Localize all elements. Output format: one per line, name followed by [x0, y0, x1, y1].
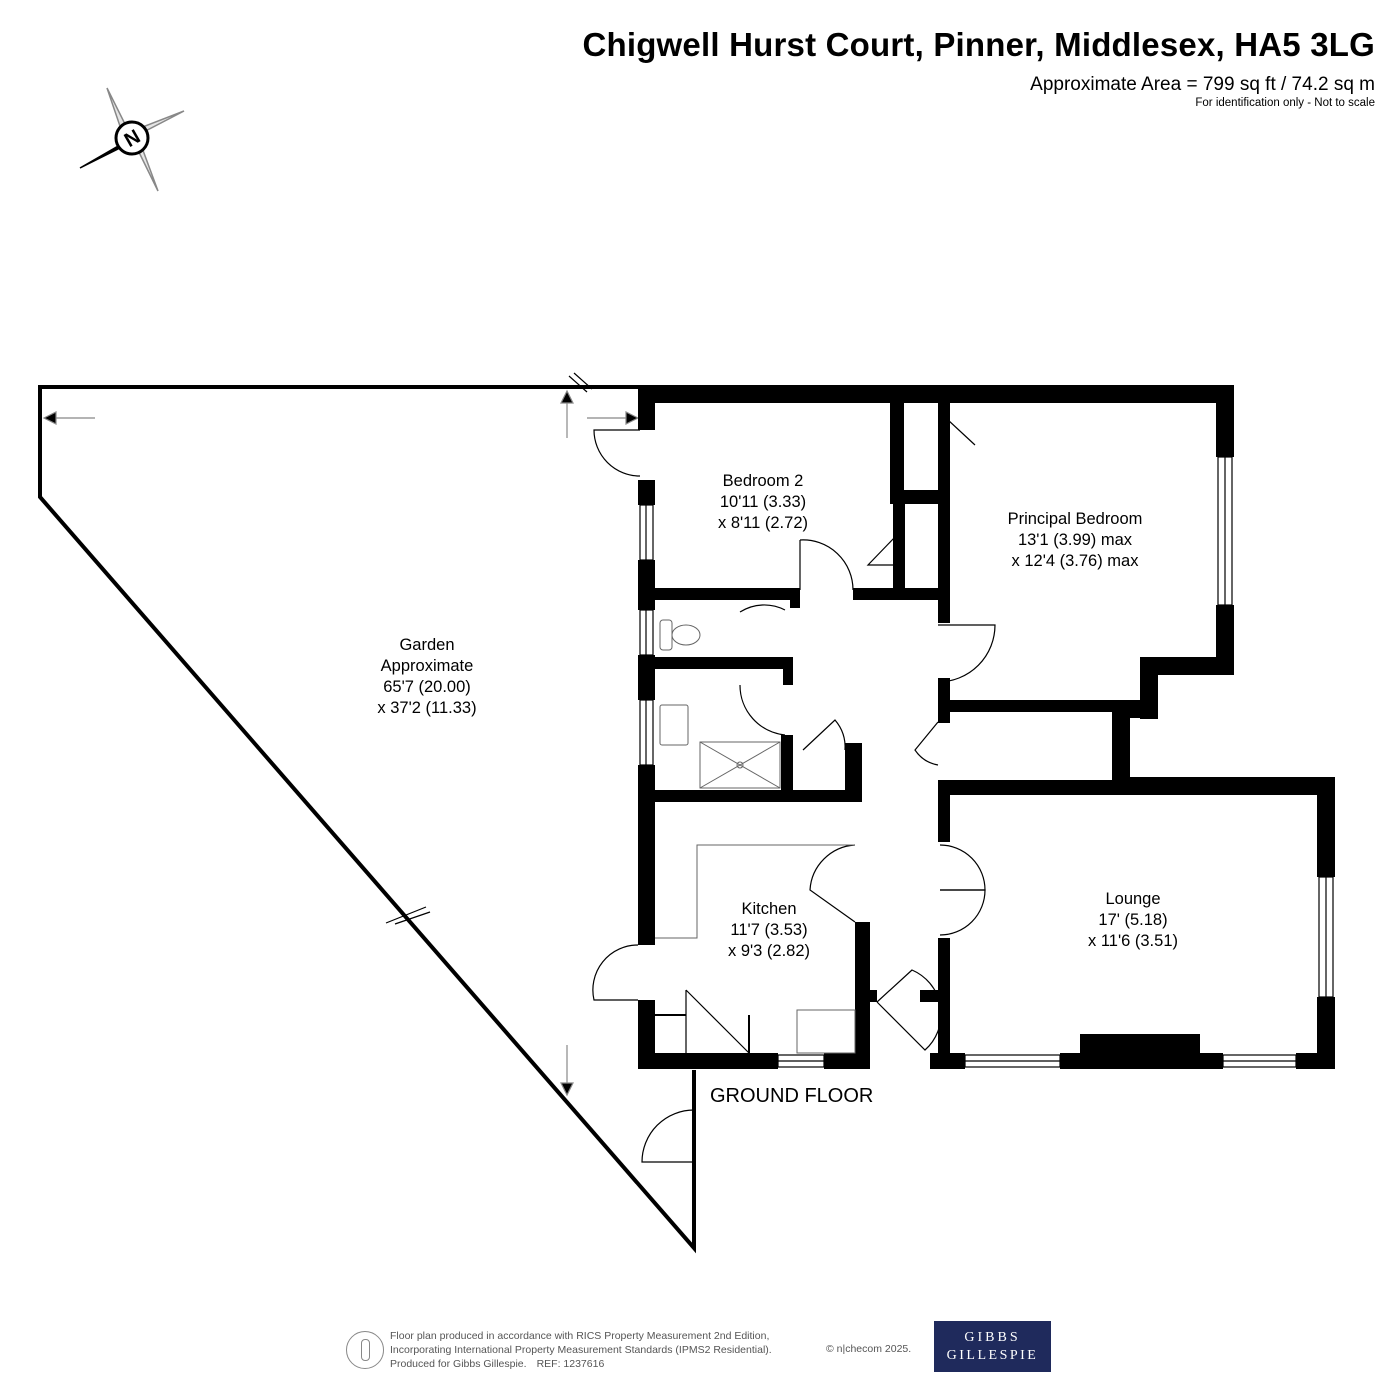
room-name: Lounge	[1105, 890, 1161, 908]
footer-producer: Produced for Gibbs Gillespie.	[390, 1358, 527, 1370]
room-dimension: x 8'11 (2.72)	[718, 514, 808, 532]
room-dimension: x 37'2 (11.33)	[377, 699, 477, 717]
room-dimension: x 11'6 (3.51)	[1088, 932, 1178, 950]
room-name: Principal Bedroom	[1007, 510, 1143, 528]
room-label-garden: Garden Approximate 65'7 (20.00) x 37'2 (…	[377, 635, 476, 719]
room-dimension: 10'11 (3.33)	[719, 493, 807, 511]
room-name-qualifier: Approximate	[380, 657, 474, 675]
windows	[639, 456, 1334, 1068]
footer-line-1: Floor plan produced in accordance with R…	[390, 1330, 770, 1342]
fixtures	[655, 619, 856, 1054]
approximate-area: Approximate Area = 799 sq ft / 74.2 sq m	[1030, 74, 1375, 95]
walls	[638, 385, 1335, 1069]
room-name: Bedroom 2	[722, 472, 804, 490]
copyright: © n|checom 2025.	[826, 1343, 912, 1355]
room-label-principal-bedroom: Principal Bedroom 13'1 (3.99) max x 12'4…	[1008, 509, 1143, 572]
compass-rose-icon: N	[79, 87, 185, 192]
logo-line-1: GIBBS	[964, 1330, 1021, 1345]
room-label-bedroom-2: Bedroom 2 10'11 (3.33) x 8'11 (2.72)	[718, 471, 808, 534]
property-title: Chigwell Hurst Court, Pinner, Middlesex,…	[582, 26, 1375, 63]
appliance-outline	[796, 1009, 856, 1054]
garden-outline	[38, 385, 696, 1254]
footer-line-3: Produced for Gibbs Gillespie. REF: 123761…	[390, 1357, 772, 1371]
room-dimension: 11'7 (3.53)	[730, 921, 808, 939]
footer-ref: REF: 1237616	[536, 1358, 605, 1370]
room-dimension: 13'1 (3.99) max	[1017, 531, 1133, 549]
room-name: Garden	[399, 636, 455, 654]
door-swings	[592, 403, 996, 1163]
logo-line-2: GILLESPIE	[946, 1348, 1039, 1363]
person-scale-icon	[346, 1331, 384, 1369]
shower-tray-icon	[699, 741, 781, 789]
sink-icon	[659, 704, 689, 746]
room-label-kitchen: Kitchen 11'7 (3.53) x 9'3 (2.82)	[728, 899, 810, 962]
room-dimension: 65'7 (20.00)	[383, 678, 471, 696]
kitchen-counter	[655, 844, 855, 939]
garden-dimension-arrows	[42, 372, 640, 1097]
floor-label: GROUND FLOOR	[710, 1085, 874, 1107]
room-label-lounge: Lounge 17' (5.18) x 11'6 (3.51)	[1088, 889, 1178, 952]
room-dimension: x 9'3 (2.82)	[727, 942, 811, 960]
room-dimension: x 12'4 (3.76) max	[1011, 552, 1139, 570]
room-name: Kitchen	[741, 900, 797, 918]
footer-line-2: Incorporating International Property Mea…	[390, 1344, 772, 1356]
scale-note: For identification only - Not to scale	[1195, 97, 1375, 109]
room-dimension: 17' (5.18)	[1098, 911, 1168, 929]
footer-disclaimer: Floor plan produced in accordance with R…	[390, 1329, 772, 1371]
toilet-icon	[659, 619, 673, 651]
gibbs-gillespie-logo: GIBBS GILLESPIE	[934, 1321, 1051, 1372]
